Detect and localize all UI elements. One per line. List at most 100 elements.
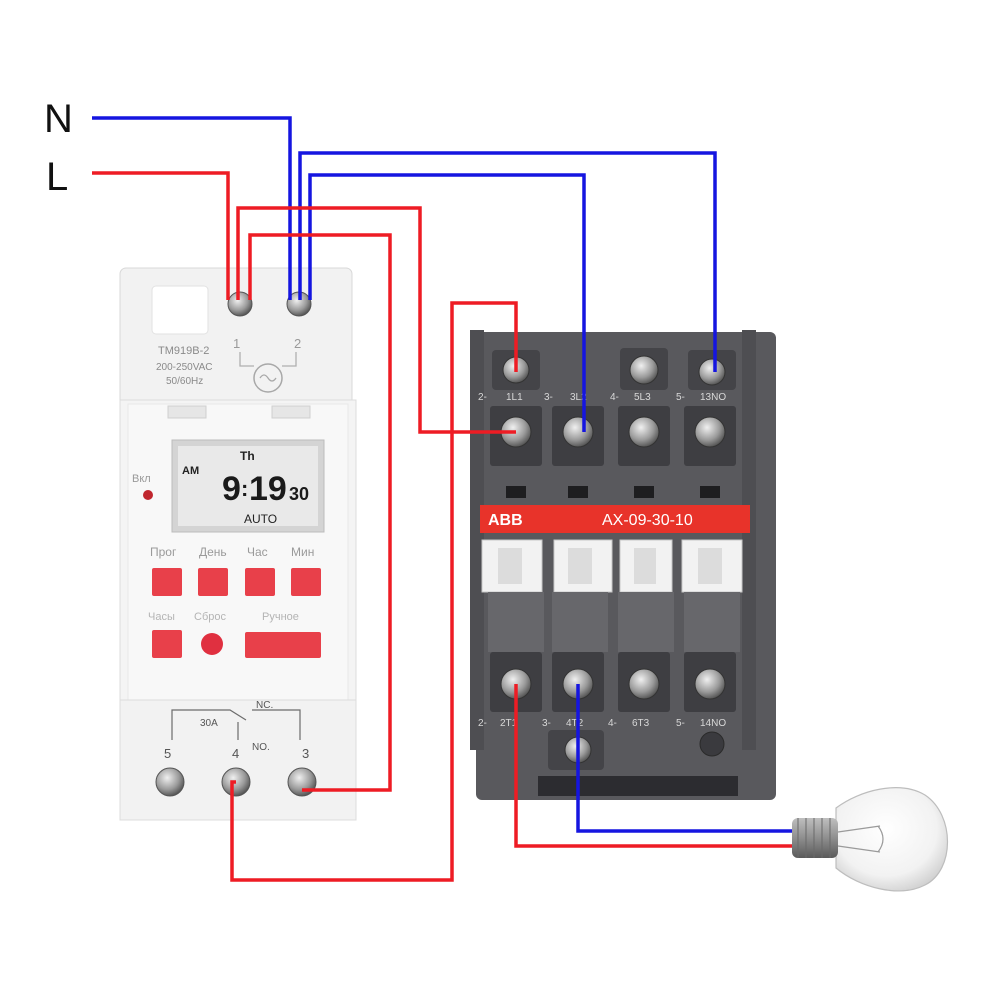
pillar-2: [552, 592, 608, 652]
timer-clip-left: [167, 405, 207, 419]
timer-clip-right: [271, 405, 311, 419]
lcd-mode: AUTO: [244, 512, 277, 526]
timer-voltage-label: 200-250VAC: [156, 362, 213, 373]
bottom-prefix-1: 2-: [478, 718, 487, 729]
top-label-13NO: 13NO: [700, 392, 726, 403]
lcd-colon: :: [241, 476, 248, 501]
button-label-day: День: [199, 545, 227, 559]
button-label-clock: Часы: [148, 611, 175, 623]
wire-neutral-to-3L2: [308, 173, 586, 432]
bottom-label-6T3: 6T3: [632, 718, 650, 729]
ac-wave-icon: [259, 374, 277, 382]
bottom-label-14NO: 14NO: [700, 718, 726, 729]
relay-no-label: NO.: [252, 742, 270, 753]
top-label-1L1: 1L1: [506, 392, 523, 403]
lcd-ampm: AM: [182, 465, 199, 477]
slot-4: [700, 486, 720, 498]
clock-button[interactable]: [152, 630, 182, 658]
neutral-label: N: [44, 97, 73, 141]
ac-supply-lines: [239, 352, 297, 367]
wire-line-to-relay-3: [248, 233, 392, 792]
relay-contact-schematic: [171, 709, 301, 740]
line-terminal-3-screw[interactable]: [562, 416, 594, 448]
load-terminal-6-screw[interactable]: [628, 668, 660, 700]
timer-bottom-housing: [119, 699, 357, 821]
contactor: 2- 1L1 3- 3L2 4- 5L3 5- 13NO ABB AX-09-3…: [470, 330, 776, 800]
bulb-base: [792, 818, 838, 858]
timer-power-indicator-label: Вкл: [132, 473, 151, 485]
abb-logo: ABB: [488, 512, 523, 529]
timer-power-led: [143, 490, 153, 500]
timer-terminal-5-screw[interactable]: [155, 767, 185, 797]
button-label-prog: Прог: [150, 545, 177, 559]
timer-lcd-screen: [178, 446, 318, 526]
contactor-model: AX-09-30-10: [602, 512, 693, 529]
pillar-3: [618, 592, 674, 652]
wire-relay-4-to-coil: [230, 301, 518, 882]
timer-terminal-3-label: 3: [302, 746, 309, 761]
relay-nc-label: NC.: [256, 700, 273, 711]
bottom-prefix-4: 5-: [676, 718, 685, 729]
min-button[interactable]: [291, 568, 321, 596]
bottom-label-2T1: 2T1: [500, 718, 518, 729]
light-bulb: [792, 787, 949, 892]
wire-neutral-to-13NO: [298, 151, 717, 372]
wire-line-to-timer: [92, 171, 230, 300]
time-relay: TM919B-2 200-250VAC 50/60Hz 1 2 Вкл AM T…: [119, 267, 357, 821]
bulb-filament: [837, 825, 884, 853]
timer-terminal-5-label: 5: [164, 746, 171, 761]
timer-frequency-label: 50/60Hz: [166, 376, 203, 387]
slot-3: [634, 486, 654, 498]
ac-supply-symbol: [253, 363, 283, 393]
pillar-4: [684, 592, 740, 652]
bottom-label-4T2: 4T2: [566, 718, 584, 729]
prog-button[interactable]: [152, 568, 182, 596]
aux-bottom-screw: [699, 731, 725, 757]
top-terminal-13-screw[interactable]: [698, 358, 726, 386]
top-prefix-3: 4-: [610, 392, 619, 403]
contact-block-4-window: [698, 548, 722, 584]
bottom-prefix-3: 4-: [608, 718, 617, 729]
line-label: L: [46, 155, 68, 199]
timer-model-label: TM919B-2: [158, 345, 209, 357]
button-label-hour: Час: [247, 545, 268, 559]
top-label-5L3: 5L3: [634, 392, 651, 403]
abb-band: [480, 505, 750, 533]
contactor-side-left: [470, 330, 484, 750]
button-label-min: Мин: [291, 545, 314, 559]
timer-terminal-4-label: 4: [232, 746, 239, 761]
contact-block-1-window: [498, 548, 522, 584]
contactor-side-right: [742, 330, 756, 750]
day-button[interactable]: [198, 568, 228, 596]
button-label-reset: Сброс: [194, 611, 226, 623]
lcd-minutes: 19: [249, 470, 287, 508]
lcd-seconds: 30: [289, 484, 309, 504]
timer-top-notch: [151, 285, 209, 335]
hour-button[interactable]: [245, 568, 275, 596]
line-terminal-13-screw[interactable]: [694, 416, 726, 448]
timer-terminal-1-label: 1: [233, 336, 240, 351]
top-prefix-1: 2-: [478, 392, 487, 403]
contact-block-2-window: [568, 548, 592, 584]
top-label-3L2: 3L2: [570, 392, 587, 403]
timer-terminal-2-label: 2: [294, 336, 301, 351]
lcd-hours: 9: [222, 470, 241, 508]
wire-neutral-to-timer: [92, 116, 292, 300]
wires: [92, 116, 792, 882]
lcd-day: Th: [240, 449, 255, 463]
contact-block-3-window: [634, 548, 656, 584]
relay-rating: 30A: [200, 718, 218, 729]
bulb-thread: [797, 818, 831, 858]
timer-terminal-3-screw[interactable]: [287, 767, 317, 797]
timer-terminal-1-screw[interactable]: [227, 291, 253, 317]
coil-screw[interactable]: [629, 355, 659, 385]
manual-button[interactable]: [245, 632, 321, 658]
top-prefix-2: 3-: [544, 392, 553, 403]
reset-button[interactable]: [201, 633, 223, 655]
bottom-prefix-2: 3-: [542, 718, 551, 729]
wire-4T2-to-bulb: [576, 684, 792, 833]
line-terminal-5-screw[interactable]: [628, 416, 660, 448]
load-terminal-14-screw[interactable]: [694, 668, 726, 700]
slot-1: [506, 486, 526, 498]
